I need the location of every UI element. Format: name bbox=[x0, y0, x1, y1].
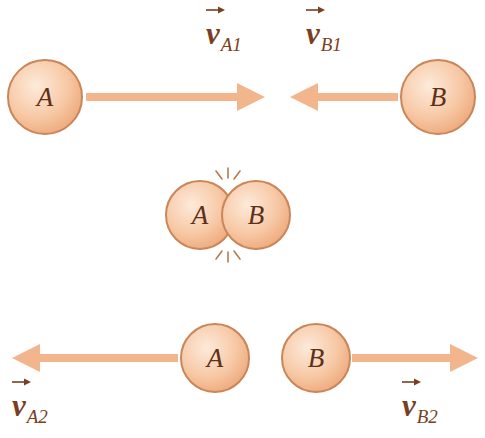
vector-arrow bbox=[11, 377, 31, 387]
vector-arrow bbox=[305, 5, 325, 15]
velocity-label: vA1 bbox=[206, 6, 242, 49]
velocity-arrow bbox=[12, 344, 178, 372]
vector-arrow bbox=[205, 5, 225, 15]
velocity-arrow bbox=[352, 344, 478, 372]
ball: B bbox=[400, 59, 476, 135]
vector-arrow bbox=[401, 377, 421, 387]
velocity-label: vB1 bbox=[306, 6, 342, 49]
ball-letter: B bbox=[308, 345, 325, 372]
ball: A bbox=[7, 59, 83, 135]
ball-letter: A bbox=[207, 345, 224, 372]
velocity-arrow bbox=[86, 83, 265, 111]
ball: B bbox=[281, 323, 351, 393]
ball-letter: B bbox=[248, 202, 265, 229]
velocity-label: vB2 bbox=[402, 378, 438, 421]
ball-letter: B bbox=[430, 84, 447, 111]
ball-letter: A bbox=[192, 202, 209, 229]
ball: B bbox=[221, 180, 291, 250]
velocity-label: vA2 bbox=[12, 378, 48, 421]
ball-letter: A bbox=[37, 84, 54, 111]
ball: A bbox=[180, 323, 250, 393]
velocity-arrow bbox=[290, 83, 398, 111]
